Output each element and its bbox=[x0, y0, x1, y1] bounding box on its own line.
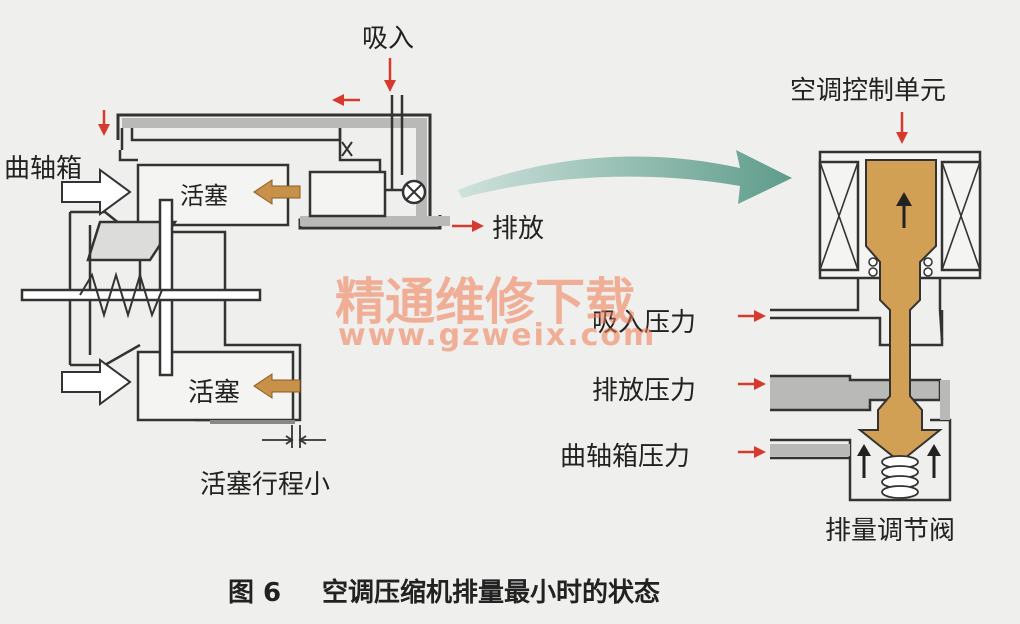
red-flow-arrows-right bbox=[738, 112, 908, 458]
figure-number: 图 6 bbox=[228, 578, 282, 608]
valve-black-arrows bbox=[857, 192, 941, 478]
ac-control-unit-label: 空调控制单元 bbox=[790, 76, 947, 106]
discharge-pressure-label: 排放压力 bbox=[592, 376, 697, 406]
valve-spring bbox=[881, 455, 919, 499]
transition-arrow bbox=[458, 150, 792, 204]
piston-bottom-label: 活塞 bbox=[188, 378, 241, 408]
spring bbox=[79, 271, 163, 319]
red-flow-arrows-left bbox=[98, 58, 484, 232]
suction-label: 吸入 bbox=[362, 24, 415, 54]
figure-caption: 空调压缩机排量最小时的状态 bbox=[322, 578, 661, 608]
valve-spool bbox=[857, 159, 943, 464]
valve-balls bbox=[868, 257, 933, 277]
discharge-label: 排放 bbox=[492, 214, 545, 244]
piston-stroke-small-label: 活塞行程小 bbox=[200, 470, 331, 500]
suction-pressure-label: 吸入压力 bbox=[592, 308, 697, 338]
crankcase-pressure-label: 曲轴箱压力 bbox=[560, 442, 691, 472]
top-gray-pipe bbox=[122, 118, 427, 128]
stroke-dimension bbox=[262, 425, 326, 448]
swash-plate bbox=[86, 220, 178, 262]
watermark-title: 精通维修下载 bbox=[335, 273, 635, 331]
piston-arrows bbox=[253, 179, 301, 399]
displacement-valve-label: 排量调节阀 bbox=[825, 516, 956, 546]
watermark-url: www.gzweix.com bbox=[338, 318, 657, 353]
drive-shaft bbox=[20, 288, 262, 302]
piston-top-label: 活塞 bbox=[180, 182, 228, 210]
crankcase-inflow-arrows bbox=[61, 168, 132, 406]
crankcase-label: 曲轴箱 bbox=[4, 154, 83, 184]
